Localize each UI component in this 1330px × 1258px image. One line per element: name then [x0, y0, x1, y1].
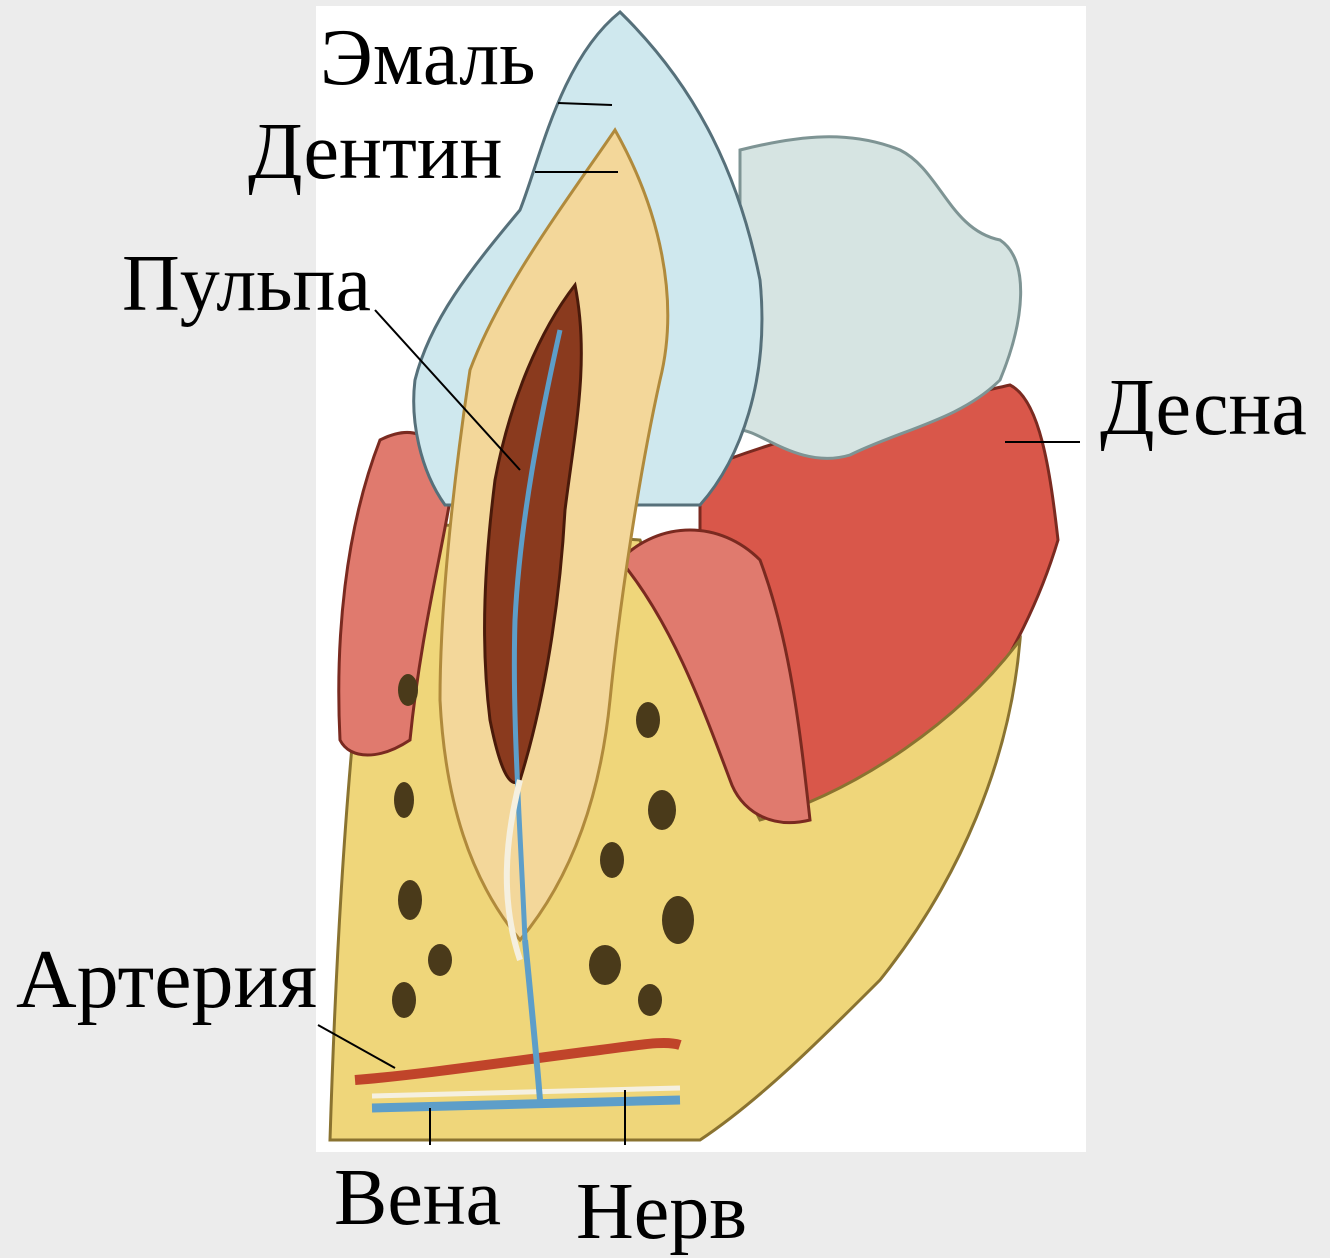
enamel-label: Эмаль — [320, 18, 536, 98]
dentin-label: Дентин — [248, 112, 502, 192]
bone-marrow-space — [398, 880, 422, 920]
bone-marrow-space — [662, 896, 694, 944]
vein-label: Вена — [334, 1158, 501, 1238]
artery-label: Артерия — [16, 938, 317, 1022]
nerve-label: Нерв — [576, 1172, 747, 1252]
bone-marrow-space — [392, 982, 416, 1018]
pulp-label: Пульпа — [122, 244, 371, 324]
bone-marrow-space — [648, 790, 676, 830]
bone-marrow-space — [428, 944, 452, 976]
bone-marrow-space — [398, 674, 418, 706]
bone-marrow-space — [394, 782, 414, 818]
bone-marrow-space — [600, 842, 624, 878]
bone-marrow-space — [638, 984, 662, 1016]
bone-marrow-space — [636, 702, 660, 738]
bone-marrow-space — [589, 945, 621, 985]
gum-label: Десна — [1100, 368, 1307, 448]
